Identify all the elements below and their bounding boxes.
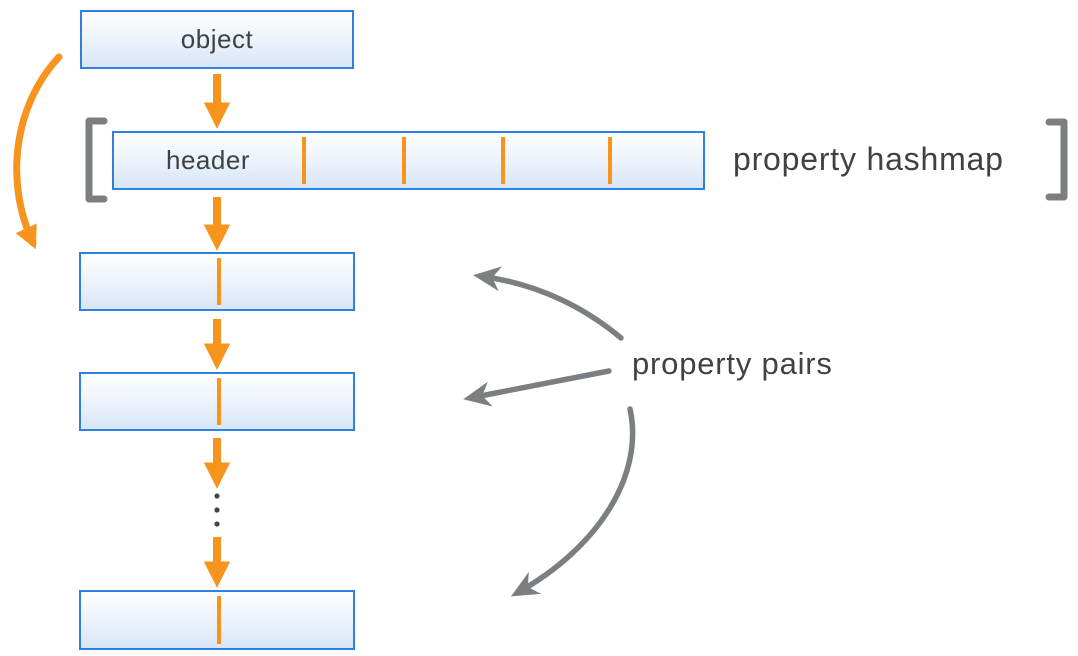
object-box: object: [80, 10, 354, 69]
cell-divider: [402, 137, 406, 184]
pairs-caption-arrow-bottom-icon: [511, 406, 636, 597]
cell-divider: [302, 137, 306, 184]
pairs-caption-arrow-top-icon: [473, 266, 624, 341]
property-pair-box-1: [79, 252, 355, 311]
left-bracket-icon: [85, 117, 108, 203]
cell-divider: [217, 596, 221, 644]
cell-divider: [217, 378, 221, 425]
right-bracket-icon: [1045, 118, 1068, 201]
object-box-label: object: [180, 24, 254, 54]
curved-arrow-object-to-pairs-icon: [13, 53, 63, 250]
cell-divider: [608, 137, 612, 184]
ellipsis-dots-icon: [214, 493, 220, 527]
pairs-caption: property pairs: [632, 346, 833, 381]
hashmap-box: header: [112, 131, 705, 190]
cell-divider: [501, 137, 505, 184]
pairs-caption-arrow-middle-icon: [463, 368, 612, 407]
cell-divider: [217, 258, 221, 305]
hashmap-caption: property hashmap: [733, 141, 1004, 177]
hashmap-header-label: header: [166, 145, 250, 175]
property-pair-box-2: [79, 372, 355, 431]
property-pair-box-3: [79, 590, 355, 650]
